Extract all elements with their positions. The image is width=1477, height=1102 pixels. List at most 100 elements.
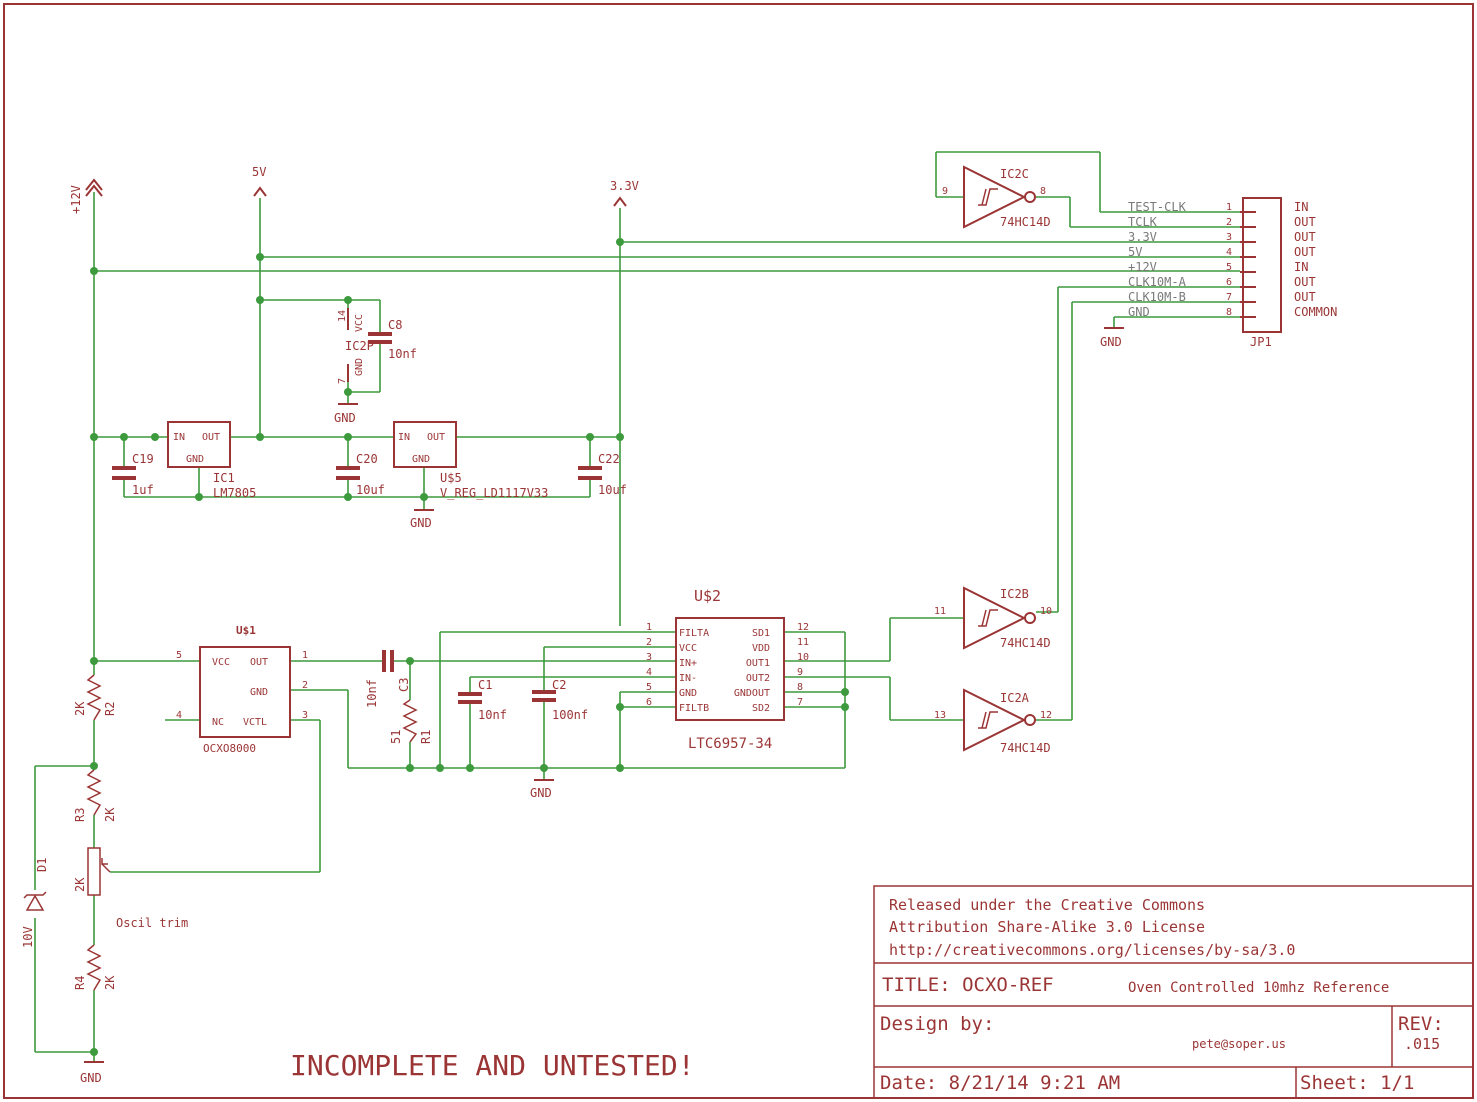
u1-name: U$1 xyxy=(236,624,256,637)
jp1-pin-direction: OUT xyxy=(1294,275,1316,289)
u2-pin-num: 8 xyxy=(797,682,803,693)
ic2a-inverter: IC2A 74HC14D 13 12 xyxy=(934,688,1052,755)
jp1-pin-num: 4 xyxy=(1226,247,1232,258)
u1-pin3-num: 3 xyxy=(302,710,308,721)
jp1-pin-num: 3 xyxy=(1226,232,1232,243)
u1-pin1-num: 1 xyxy=(302,650,308,661)
jp1-signal-label: 5V xyxy=(1128,245,1142,259)
c20-name: C20 xyxy=(356,452,378,466)
r2-resistor: 2K R2 xyxy=(73,674,117,721)
r2-value: 2K xyxy=(73,701,87,716)
jp1-pin-direction: IN xyxy=(1294,200,1308,214)
u1-pin4-num: 4 xyxy=(176,710,182,721)
ic1-regulator: IN OUT GND IC1 LM7805 xyxy=(167,421,256,500)
ic2a-pin-in: 13 xyxy=(934,710,946,721)
ic2c-value: 74HC14D xyxy=(1000,215,1051,229)
pot-value: 2K xyxy=(73,877,87,892)
u2-pin-label: FILTB xyxy=(679,703,709,714)
u2-pin-label: VCC xyxy=(679,643,697,654)
ic2a-pin-out: 12 xyxy=(1040,710,1052,721)
u5-regulator: IN OUT GND U$5 V_REG_LD1117V33 xyxy=(393,421,548,500)
jp1-signal-label: GND xyxy=(1128,305,1150,319)
r4-value: 2K xyxy=(103,975,117,990)
ic2c-pin-in: 9 xyxy=(942,186,948,197)
jp1-signal-label: 3.3V xyxy=(1128,230,1157,244)
jp1-signal-label: +12V xyxy=(1128,260,1157,274)
u1-pin2-num: 2 xyxy=(302,680,308,691)
u1-pin-nc: NC xyxy=(212,717,224,728)
ic2b-pin-in: 11 xyxy=(934,606,946,617)
u2-pin-label: GND xyxy=(679,688,697,699)
u5-name: U$5 xyxy=(440,471,462,485)
jp1-name: JP1 xyxy=(1250,335,1272,349)
jp1-pin-direction: COMMON xyxy=(1294,305,1337,319)
ic2c-pin-out: 8 xyxy=(1040,186,1046,197)
c8-capacitor: C8 10nf xyxy=(368,318,417,361)
jp1-signal-label: TEST-CLK xyxy=(1128,200,1187,214)
u2-pin-num: 1 xyxy=(646,622,652,633)
u5-pin-gnd: GND xyxy=(412,454,430,465)
gnd-label-reg: GND xyxy=(410,516,432,530)
u2-pin-num: 11 xyxy=(797,637,809,648)
c19-name: C19 xyxy=(132,452,154,466)
r1-resistor: 51 R1 xyxy=(389,699,433,744)
u1-pin-gnd: GND xyxy=(250,687,268,698)
u1-pin5-num: 5 xyxy=(176,650,182,661)
jp1-pin-direction: OUT xyxy=(1294,230,1316,244)
rev-label: REV: xyxy=(1398,1013,1444,1035)
trim-potentiometer: 2K Oscil trim xyxy=(73,847,188,930)
license-line-2: Attribution Share-Alike 3.0 License xyxy=(889,918,1205,936)
u2-pin-label: GNDOUT xyxy=(734,688,770,699)
c3-capacitor: 10nf C3 xyxy=(365,650,411,708)
c19-value: 1uf xyxy=(132,483,154,497)
r2-name: R2 xyxy=(103,702,117,716)
c2-value: 100nf xyxy=(552,708,588,722)
design-by-label: Design by: xyxy=(880,1013,994,1035)
ic2b-pin-out: 10 xyxy=(1040,606,1052,617)
pot-label: Oscil trim xyxy=(116,916,188,930)
gnd-label-u2: GND xyxy=(530,786,552,800)
license-line-1: Released under the Creative Commons xyxy=(889,896,1205,914)
sheet-text: Sheet: 1/1 xyxy=(1300,1072,1414,1094)
u2-pin-num: 5 xyxy=(646,682,652,693)
u2-pin-num: 3 xyxy=(646,652,652,663)
warning-text: INCOMPLETE AND UNTESTED! xyxy=(290,1049,695,1082)
c1-capacitor: C1 10nf xyxy=(458,678,507,722)
ic2p-pin-gnd-num: 7 xyxy=(337,378,348,384)
u2-ltc6957: U$2 LTC6957-34 1FILTA2VCC3IN+4IN-5GND6FI… xyxy=(646,587,809,752)
u1-pin-out: OUT xyxy=(250,657,268,668)
jp1-pin-direction: OUT xyxy=(1294,245,1316,259)
c3-value: 10nf xyxy=(365,679,379,708)
gnd-label-jp1: GND xyxy=(1100,335,1122,349)
u2-pin-label: FILTA xyxy=(679,628,709,639)
ic2b-name: IC2B xyxy=(1000,587,1029,601)
u5-pin-in: IN xyxy=(398,432,410,443)
r1-name: R1 xyxy=(419,730,433,744)
ic2p-pin-vcc-num: 14 xyxy=(337,310,348,322)
c2-capacitor: C2 100nf xyxy=(532,678,588,722)
ic1-pin-out: OUT xyxy=(202,432,220,443)
supply-12v-label: +12V xyxy=(69,185,83,214)
c22-name: C22 xyxy=(598,452,620,466)
u2-pin-num: 2 xyxy=(646,637,652,648)
ic2c-name: IC2C xyxy=(1000,167,1029,181)
c3-name: C3 xyxy=(397,678,411,692)
u2-pin-label: VDD xyxy=(752,643,770,654)
gnd-label-c8: GND xyxy=(334,411,356,425)
jp1-pin-num: 7 xyxy=(1226,292,1232,303)
r4-resistor: R4 2K xyxy=(73,944,117,991)
ic1-pin-in: IN xyxy=(173,432,185,443)
ic2p-power: 14 VCC 7 GND IC2P xyxy=(337,308,374,384)
c2-name: C2 xyxy=(552,678,566,692)
jp1-signal-label: CLK10M-B xyxy=(1128,290,1186,304)
title-description: Oven Controlled 10mhz Reference xyxy=(1128,980,1389,996)
jp1-pin-num: 8 xyxy=(1226,307,1232,318)
u2-pin-num: 9 xyxy=(797,667,803,678)
ic2a-name: IC2A xyxy=(1000,691,1030,705)
supply-12v: +12V xyxy=(69,178,103,214)
jp1-pin-num: 2 xyxy=(1226,217,1232,228)
d1-name: D1 xyxy=(35,858,49,872)
supply-5v-label: 5V xyxy=(252,165,266,179)
u1-pin-vctl: VCTL xyxy=(243,717,267,728)
